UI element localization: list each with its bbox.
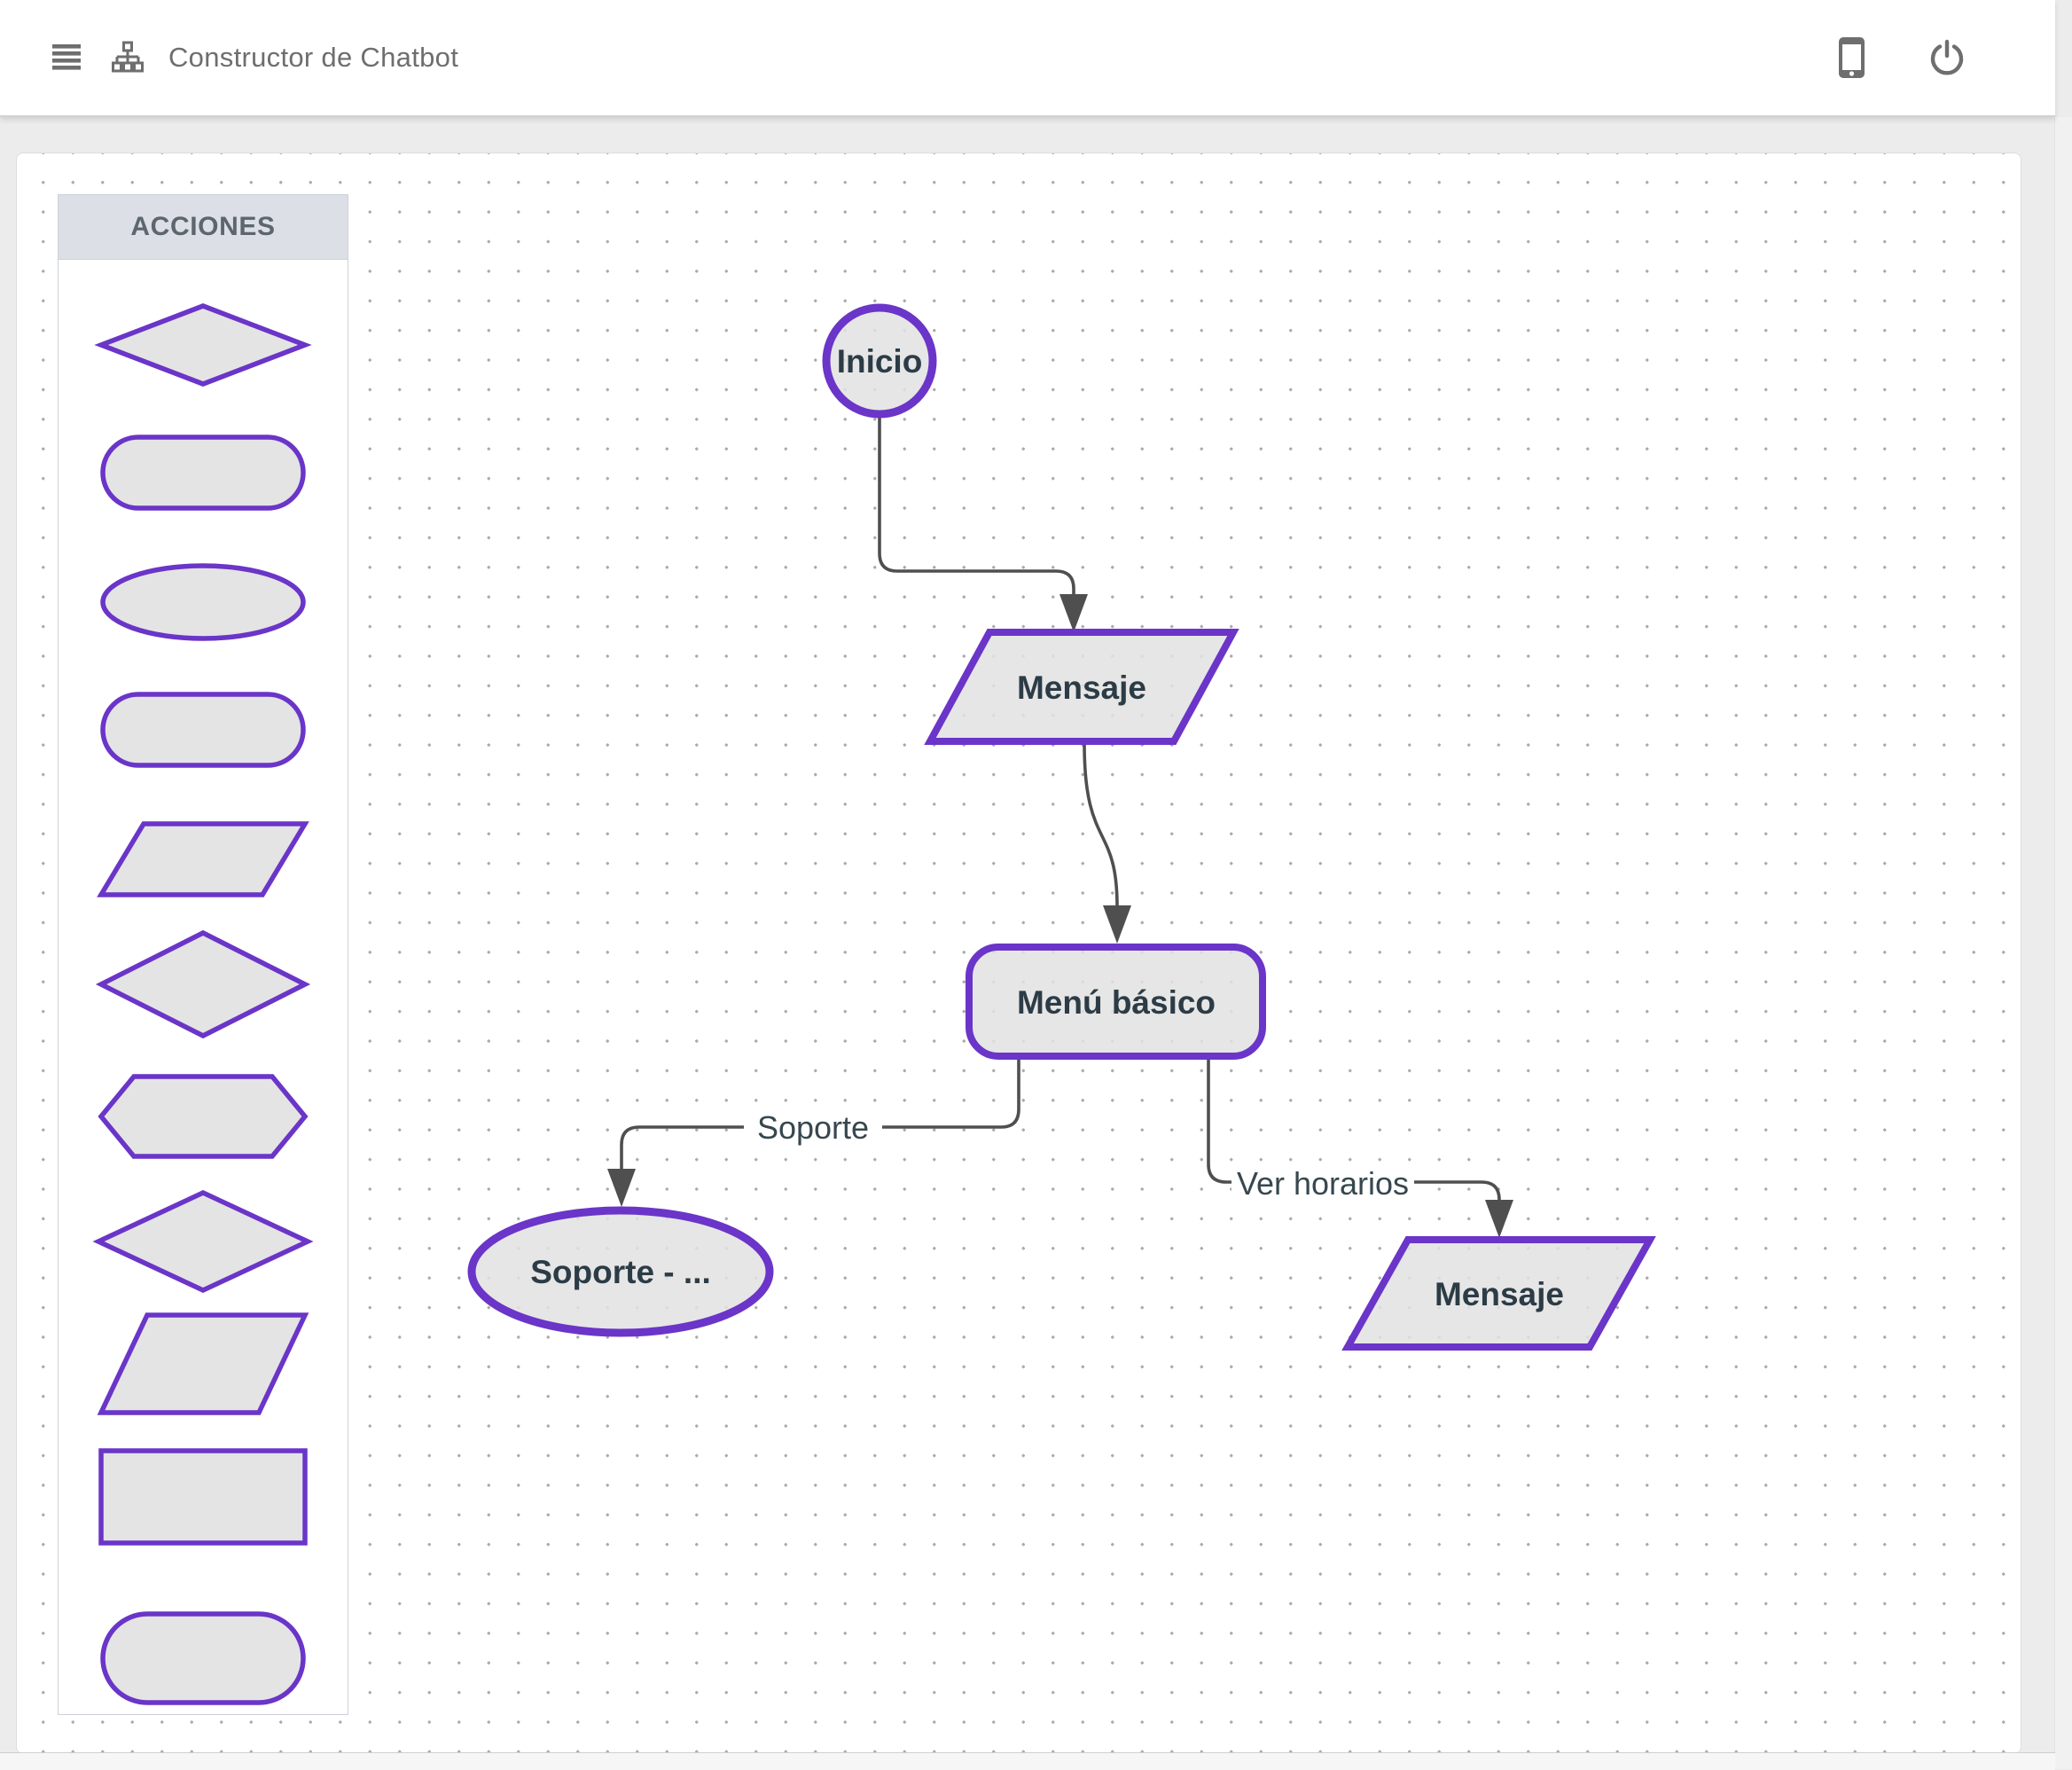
arrowhead-icon (1059, 594, 1088, 632)
sitemap-icon[interactable] (108, 38, 147, 77)
edge-mensaje1-menubasico[interactable] (1083, 741, 1119, 908)
smartphone-icon[interactable] (1834, 36, 1869, 79)
palette-shape-rounded-rectangle[interactable] (100, 692, 306, 768)
node-label-mensaje-2: Mensaje (1435, 1276, 1564, 1312)
palette-shape-hexagon[interactable] (98, 1074, 309, 1159)
node-label-inicio: Inicio (837, 343, 923, 380)
node-soporte[interactable] (467, 1206, 774, 1337)
smartphone-glyph (1838, 37, 1865, 78)
node-inicio[interactable] (822, 303, 937, 419)
palette-shape-diamond[interactable] (94, 303, 312, 387)
page-title: Constructor de Chatbot (168, 42, 459, 73)
palette-title: ACCIONES (59, 195, 348, 260)
actions-palette: ACCIONES (58, 194, 348, 1715)
arrowhead-icon (1485, 1200, 1513, 1238)
edge-label-bg (1231, 1162, 1414, 1203)
node-label-menu-basico: Menú básico (1017, 984, 1216, 1021)
flow-canvas[interactable]: ACCIONES (16, 153, 2021, 1754)
edge-label-soporte[interactable]: Soporte (757, 1109, 869, 1146)
flow-diagram: Soporte Ver horarios Inicio Mensaje Menú… (467, 303, 1656, 1351)
node-label-soporte: Soporte - ... (530, 1254, 711, 1290)
edge-label-ver-horarios[interactable]: Ver horarios (1237, 1165, 1409, 1202)
node-menu-basico[interactable] (966, 944, 1266, 1060)
horizontal-scrollbar[interactable] (0, 1752, 2055, 1770)
palette-shape-rounded-rectangle[interactable] (100, 435, 306, 511)
arrowhead-icon (1103, 905, 1131, 944)
node-label-mensaje-1: Mensaje (1017, 670, 1146, 706)
palette-shape-parallelogram[interactable] (97, 1312, 309, 1415)
node-mensaje-1[interactable] (924, 629, 1239, 745)
palette-shapes (92, 303, 314, 1705)
palette-shape-diamond[interactable] (95, 929, 311, 1039)
vertical-scrollbar[interactable] (2054, 117, 2072, 1769)
palette-shape-diamond[interactable] (92, 1189, 314, 1294)
sitemap-glyph (112, 41, 144, 73)
arrowhead-icon (607, 1169, 636, 1207)
edge-inicio-mensaje1[interactable] (878, 414, 1075, 596)
app-header: Constructor de Chatbot (0, 0, 2055, 117)
palette-shape-ellipse[interactable] (100, 563, 306, 641)
palette-body (59, 260, 348, 1714)
power-glyph (1930, 39, 1964, 75)
hamburger-glyph (52, 44, 81, 70)
edge-label-bg (744, 1106, 882, 1147)
power-icon[interactable] (1927, 38, 1966, 77)
palette-shape-rectangle[interactable] (98, 1448, 308, 1546)
palette-shape-rounded-rectangle[interactable] (100, 1611, 306, 1705)
node-mensaje-2[interactable] (1341, 1236, 1656, 1351)
hamburger-menu-icon[interactable] (50, 40, 85, 75)
palette-shape-parallelogram[interactable] (97, 821, 309, 897)
